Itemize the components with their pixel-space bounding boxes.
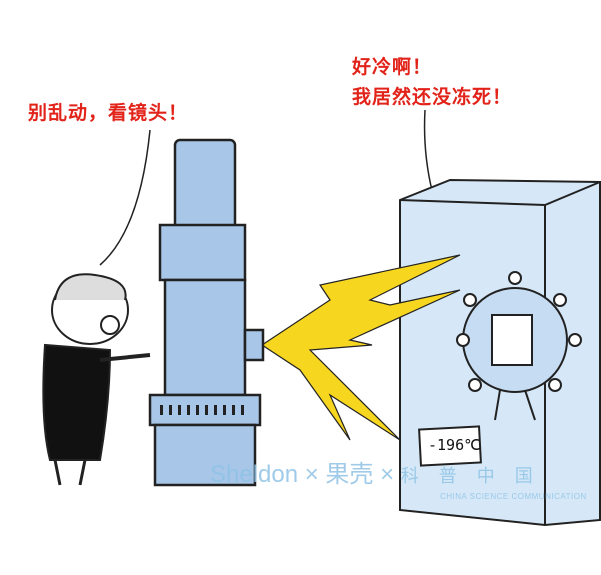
watermark-main: Sheldon × 果壳 × bbox=[210, 461, 401, 488]
microscope bbox=[148, 138, 265, 487]
virus-speech-line-1: 好冷啊！ bbox=[352, 56, 433, 78]
thermometer-reading: -196℃ bbox=[428, 436, 481, 454]
watermark: Sheldon × 果壳 × 科普中国 CHINA SCIENCE COMMUN… bbox=[210, 461, 586, 502]
virus-speech: 好冷啊！ 我居然还没冻死！ bbox=[352, 52, 512, 112]
speech-tail-scientist bbox=[99, 129, 151, 266]
scientist-speech: 别乱动，看镜头！ bbox=[28, 102, 189, 124]
scientist bbox=[42, 273, 151, 486]
virus bbox=[456, 271, 582, 421]
watermark-kepu: 科普中国 bbox=[400, 466, 553, 486]
watermark-sub: CHINA SCIENCE COMMUNICATION bbox=[440, 492, 587, 501]
virus-speech-line-2: 我居然还没冻死！ bbox=[352, 86, 513, 108]
electron-beam bbox=[260, 254, 461, 441]
